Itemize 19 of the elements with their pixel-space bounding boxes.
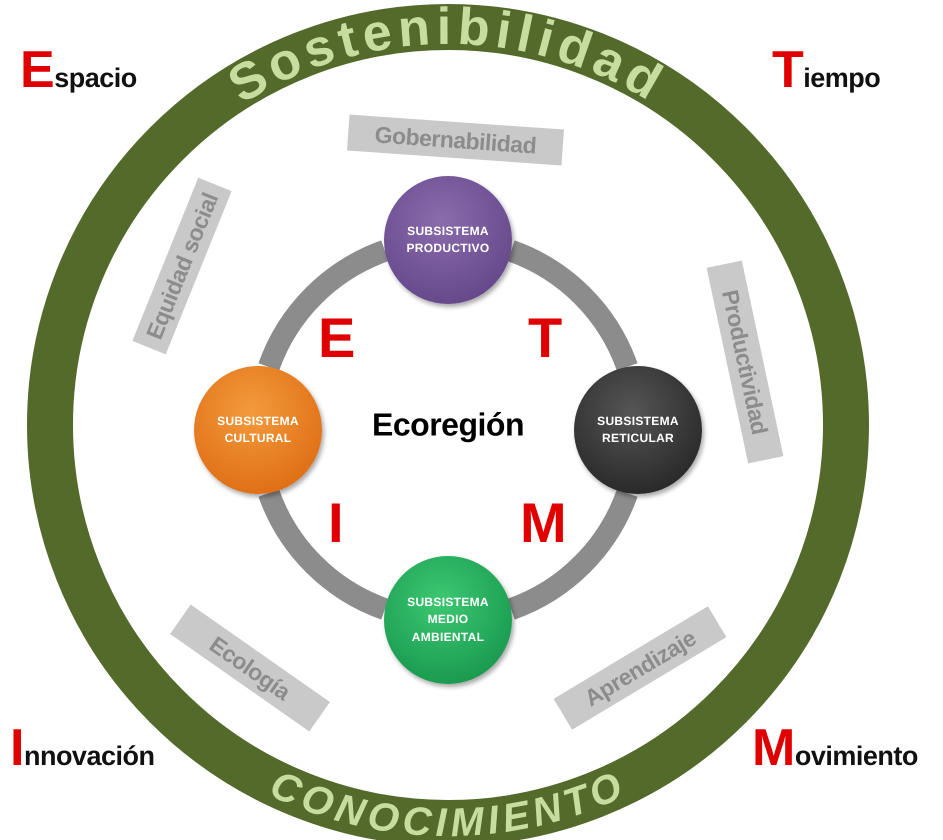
- ring-letter: I: [328, 490, 344, 555]
- band-label: Gobernabilidad: [373, 120, 537, 160]
- subsystem-label: SUBSISTEMA RETICULAR: [596, 412, 680, 447]
- ring-connector: [258, 488, 390, 620]
- corner-label: Tiempo: [772, 40, 880, 100]
- corner-label: Espacio: [20, 40, 137, 100]
- subsystem-label: SUBSISTEMA PRODUCTIVO: [405, 222, 490, 257]
- ring-letter: M: [520, 490, 567, 555]
- subsystem-label: SUBSISTEMA CULTURAL: [216, 412, 300, 447]
- ring-connector: [258, 240, 390, 372]
- center-label: Ecoregión: [372, 406, 524, 444]
- ring-letter: T: [528, 305, 562, 370]
- ring-connector: [506, 488, 638, 620]
- ring-letter: E: [318, 305, 356, 370]
- subsystem-label: SUBSISTEMA MEDIO AMBIENTAL: [406, 594, 490, 646]
- corner-label: Movimiento: [752, 718, 918, 778]
- ring-text: CONOCIMIENTO: [264, 762, 632, 840]
- ring-connector: [506, 240, 638, 372]
- corner-label: Innovación: [10, 718, 154, 778]
